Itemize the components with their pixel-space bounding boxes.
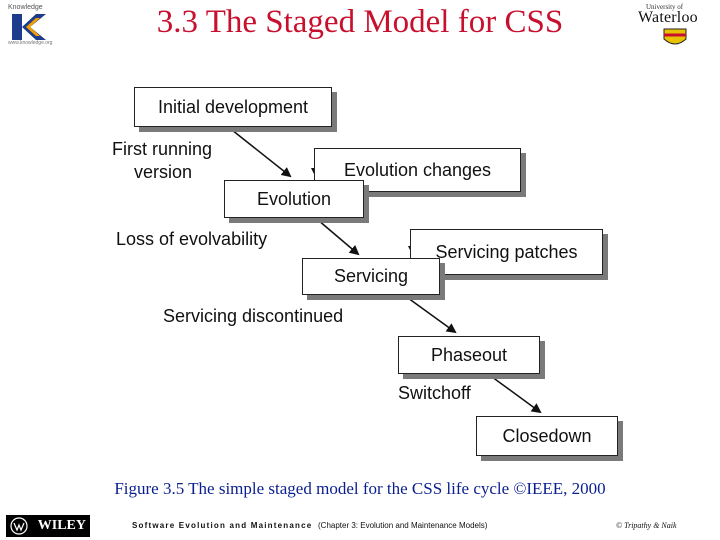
label-loss-of-evolvability: Loss of evolvability xyxy=(116,229,268,249)
footer-chapter: (Chapter 3: Evolution and Maintenance Mo… xyxy=(318,521,488,530)
logo-brand-text: Knowledge xyxy=(8,4,43,11)
figure-caption: Figure 3.5 The simple staged model for t… xyxy=(114,479,606,498)
box-evolution: Evolution xyxy=(224,180,364,218)
footer-authors: © Tripathy & Naik xyxy=(616,521,677,530)
box-servicing-patches: Servicing patches xyxy=(410,229,603,275)
label-version: version xyxy=(134,162,193,182)
label-servicing-discontinued: Servicing discontinued xyxy=(163,306,344,326)
wiley-text: WILEY xyxy=(37,518,86,533)
label-switchoff: Switchoff xyxy=(398,383,471,403)
kk-logo-icon xyxy=(12,14,46,40)
arrow-servicing-to-phaseout xyxy=(407,297,457,334)
box-initial-development: Initial development xyxy=(134,87,332,127)
arrow-initial-to-evolution xyxy=(231,129,292,178)
waterloo-logo: University of Waterloo xyxy=(634,3,718,49)
wiley-logo: WILEY xyxy=(6,515,90,537)
box-phaseout: Phaseout xyxy=(398,336,540,374)
box-evolution-changes: Evolution changes xyxy=(314,148,521,192)
crest-icon xyxy=(663,28,687,45)
label-first-running: First running xyxy=(112,139,213,159)
box-servicing: Servicing xyxy=(302,258,440,295)
arrow-evolution-to-servicing xyxy=(317,219,360,256)
wiley-emblem-icon xyxy=(10,517,28,535)
slide-title: 3.3 The Staged Model for CSS xyxy=(156,4,564,40)
arrow-phaseout-to-closedown xyxy=(487,373,542,414)
footer-book-title: Software Evolution and Maintenance xyxy=(132,521,313,530)
box-closedown: Closedown xyxy=(476,416,618,456)
logo-university-text: University of xyxy=(646,3,684,11)
knowledge-logo: Knowledge www.knowledge.org xyxy=(8,4,66,46)
logo-url-text: www.knowledge.org xyxy=(8,40,53,46)
logo-waterloo-text: Waterloo xyxy=(638,9,698,26)
